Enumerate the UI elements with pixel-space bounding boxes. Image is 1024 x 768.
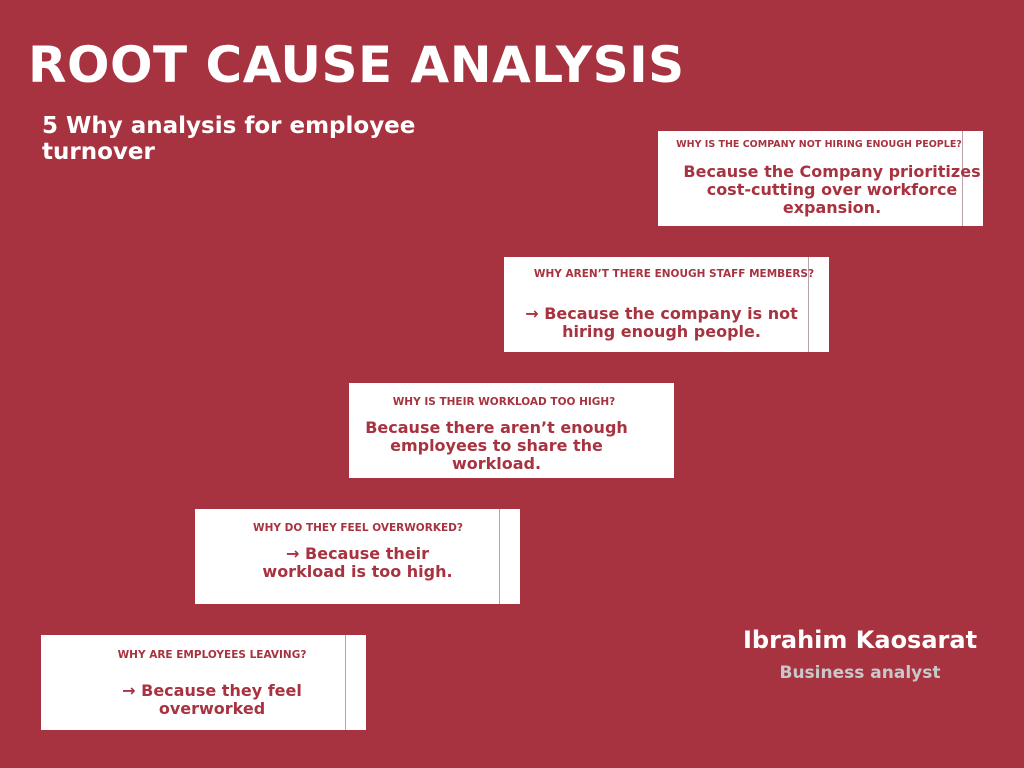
why-card-1: WHY ARE EMPLOYEES LEAVING? → Because the… [41, 635, 366, 730]
page-title: ROOT CAUSE ANALYSIS [28, 36, 685, 94]
why-card-3: WHY IS THEIR WORKLOAD TOO HIGH? Because … [349, 383, 674, 478]
card-divider [345, 635, 346, 730]
card-divider [499, 509, 500, 604]
why-answer-4: → Because the company is not hiring enou… [525, 304, 798, 341]
why-answer-2: → Because their workload is too high. [262, 544, 453, 581]
author-role: Business analyst [779, 663, 941, 683]
why-question-3: WHY IS THEIR WORKLOAD TOO HIGH? [392, 396, 616, 408]
why-answer-1: → Because they feel overworked [122, 681, 302, 718]
why-question-1: WHY ARE EMPLOYEES LEAVING? [117, 649, 307, 661]
card-divider [808, 257, 809, 352]
why-card-2: WHY DO THEY FEEL OVERWORKED? → Because t… [195, 509, 520, 604]
why-question-4: WHY AREN’T THERE ENOUGH STAFF MEMBERS? [533, 268, 815, 280]
why-question-5: WHY IS THE COMPANY NOT HIRING ENOUGH PEO… [676, 139, 962, 150]
why-card-5: WHY IS THE COMPANY NOT HIRING ENOUGH PEO… [658, 131, 983, 226]
page-subtitle: 5 Why analysis for employee turnover [42, 113, 416, 165]
why-answer-3: Because there aren’t enough employees to… [365, 418, 628, 473]
card-divider [962, 131, 963, 226]
why-answer-5: Because the Company prioritizes cost-cut… [683, 162, 981, 217]
author-name: Ibrahim Kaosarat [742, 626, 978, 654]
why-question-2: WHY DO THEY FEEL OVERWORKED? [253, 522, 463, 534]
why-card-4: WHY AREN’T THERE ENOUGH STAFF MEMBERS? →… [504, 257, 829, 352]
